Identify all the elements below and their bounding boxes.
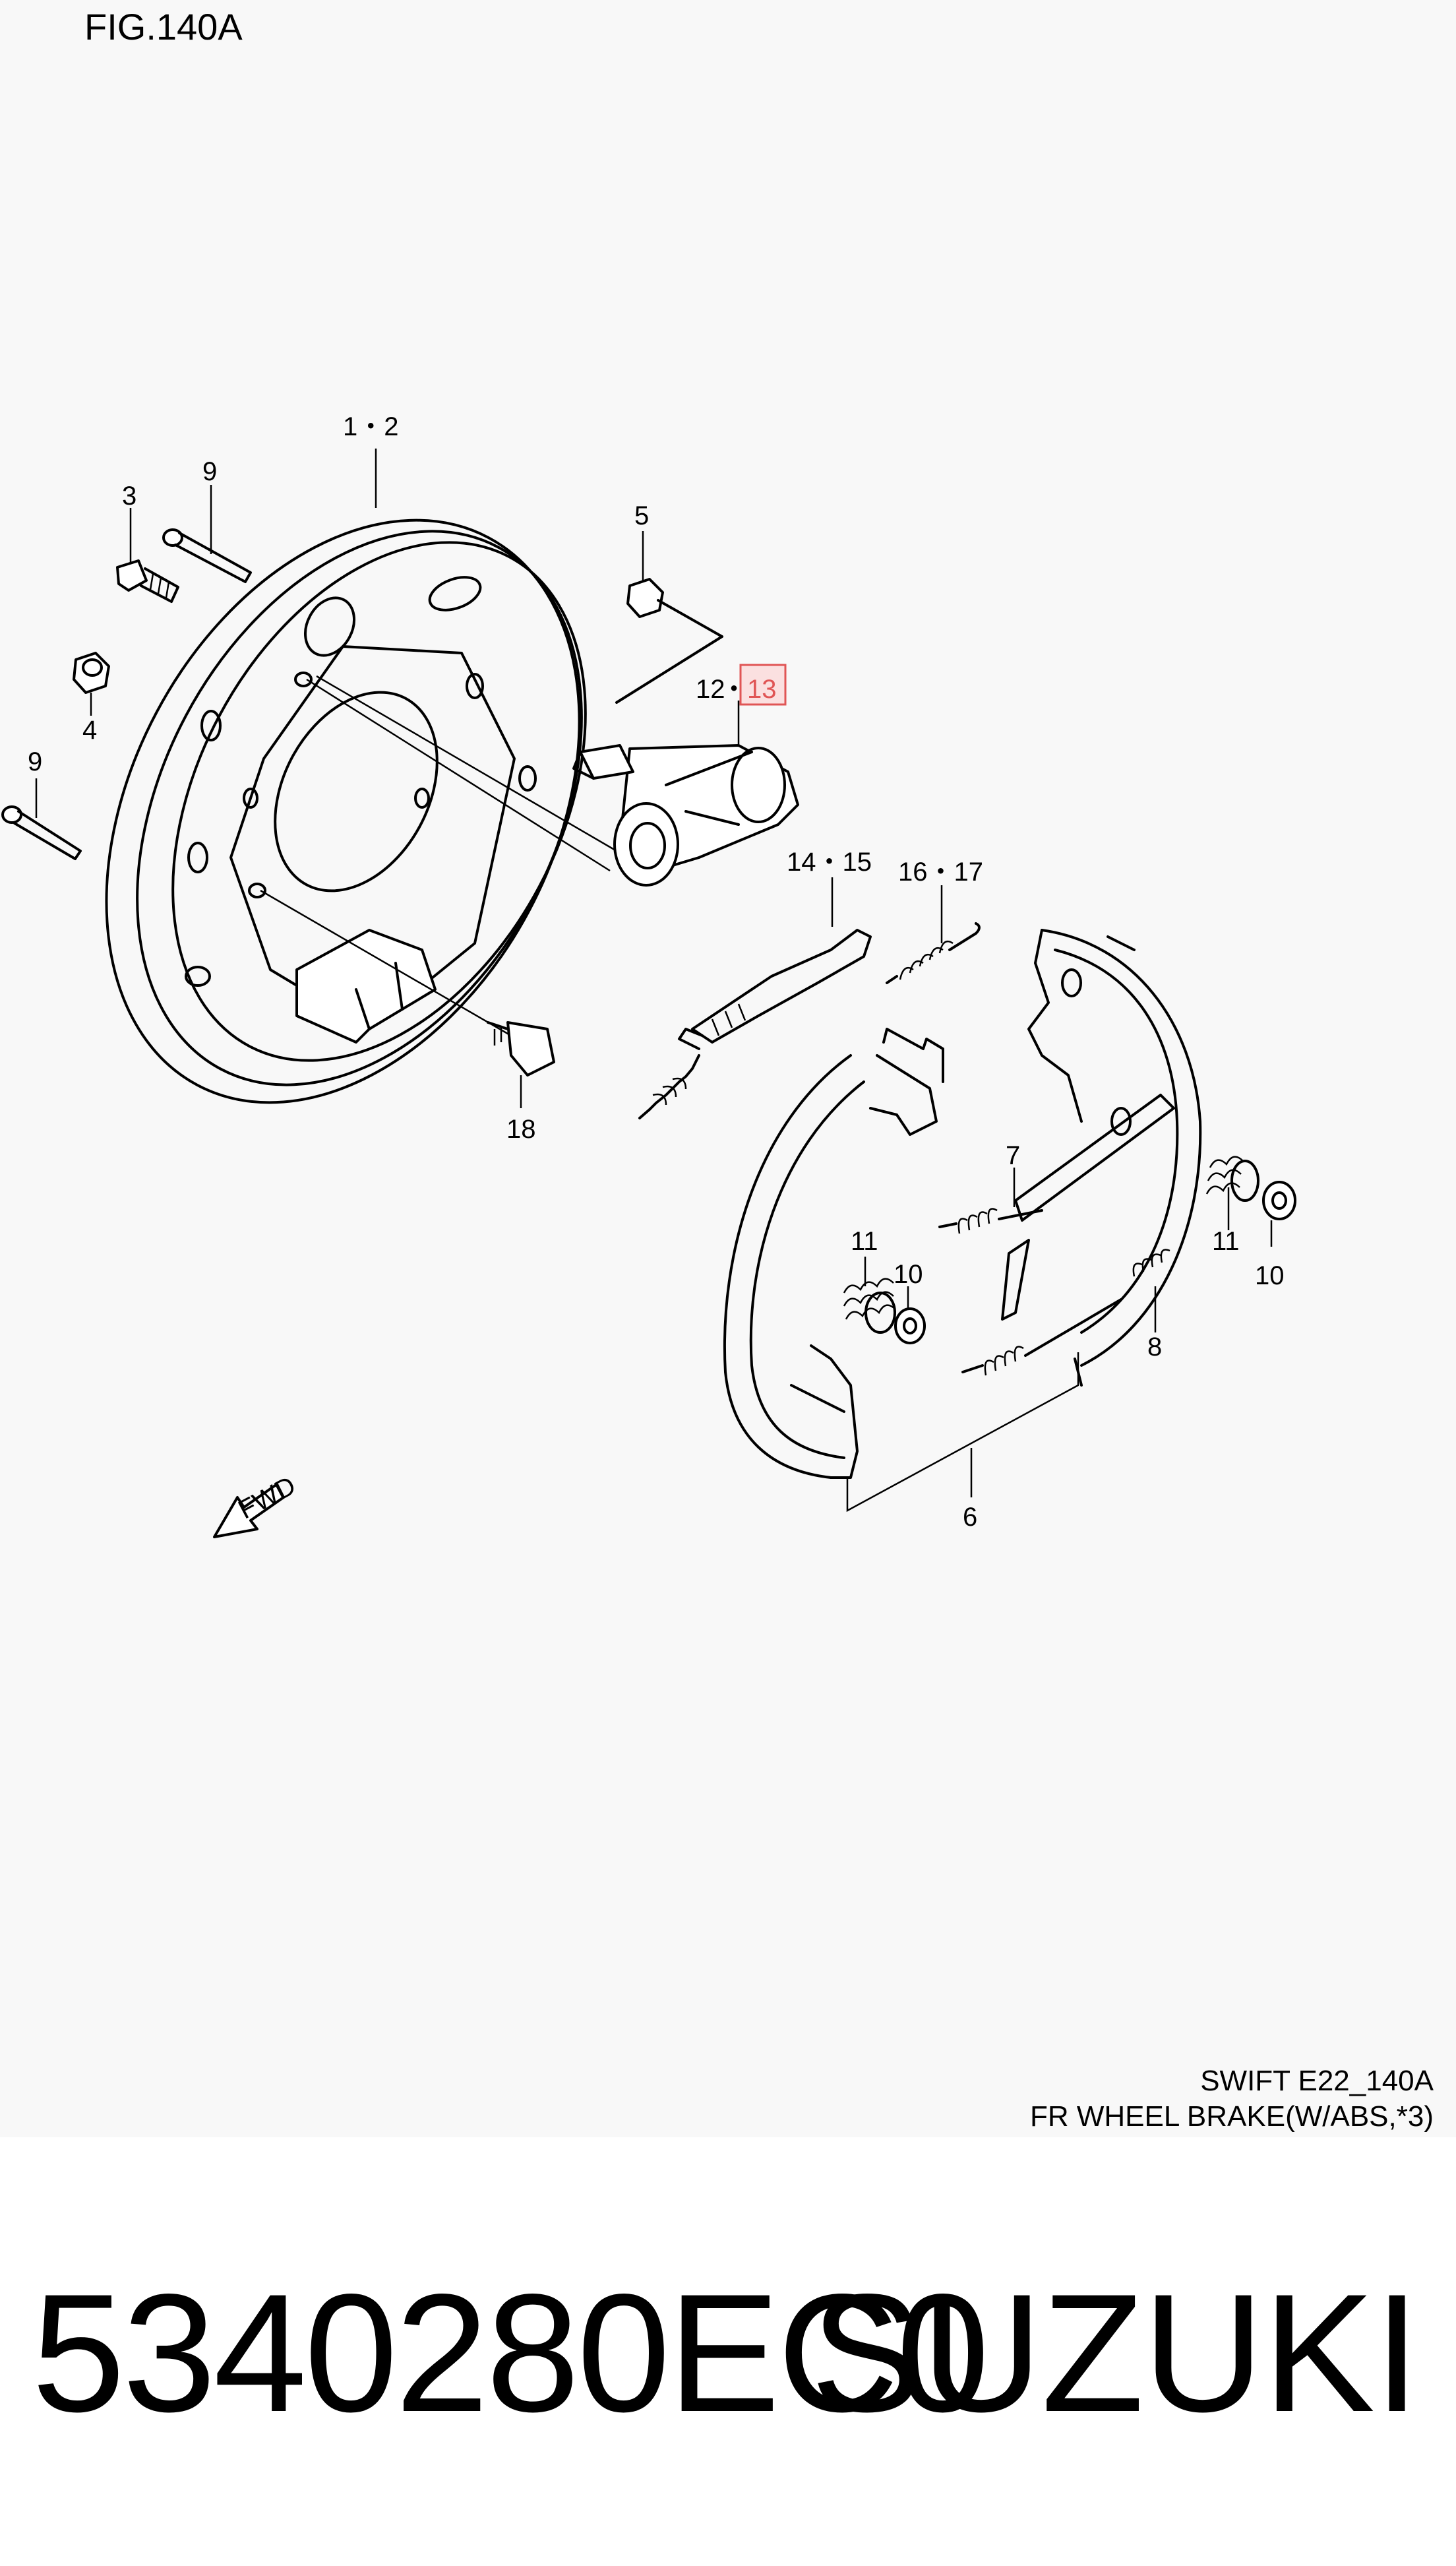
callout-18: 18 <box>506 1115 536 1144</box>
callout-16-17: 16・17 <box>898 858 983 887</box>
bolt-9-top <box>162 485 252 583</box>
caption-model-code: SWIFT E22_140A <box>1200 2065 1434 2097</box>
diagram-area: FIG.140A <box>1 6 1434 2133</box>
hold-down-spring-right <box>1205 1156 1296 1247</box>
callout-9-left: 9 <box>28 747 42 776</box>
callout-14-15: 14・15 <box>787 848 872 877</box>
callout-13-highlighted[interactable]: 13 <box>739 664 787 706</box>
nut-4 <box>73 652 110 716</box>
callout-10-right: 10 <box>1255 1261 1285 1290</box>
spring-16-17 <box>886 885 981 984</box>
callout-11-middle: 11 <box>851 1227 878 1256</box>
spring-8 <box>961 1249 1170 1376</box>
callout-9-top: 9 <box>202 457 217 486</box>
wheel-cylinder <box>572 701 799 887</box>
bolt-18 <box>487 1021 555 1108</box>
callout-11-right: 11 <box>1212 1227 1240 1256</box>
callout-13: 13 <box>747 675 777 704</box>
callout-3: 3 <box>122 482 136 511</box>
backing-plate <box>105 518 587 1104</box>
callout-10-middle: 10 <box>894 1260 923 1289</box>
shoe-set-bracket-6 <box>846 1352 1079 1513</box>
spring-7 <box>938 1168 1043 1234</box>
exploded-parts-diagram: FWD 1・2 3 9 4 9 5 12 ・ 13 14・15 16・17 18… <box>1 412 1296 1538</box>
highlight-box <box>739 664 787 706</box>
callout-5: 5 <box>634 501 649 530</box>
brake-shoe-left <box>723 1028 944 1479</box>
nut-5 <box>615 531 723 704</box>
callout-4: 4 <box>82 716 97 745</box>
callout-8: 8 <box>1147 1332 1162 1361</box>
brand-name: SUZUKI <box>810 2259 1420 2447</box>
callout-6: 6 <box>963 1503 977 1532</box>
callout-12: 12 <box>696 675 725 704</box>
hold-down-spring-middle <box>843 1257 926 1344</box>
brake-shoe-right <box>1001 929 1202 1387</box>
forward-direction-arrow: FWD <box>213 1471 301 1538</box>
adjuster-assembly <box>638 877 872 1119</box>
caption-figure-title: FR WHEEL BRAKE(W/ABS,*3) <box>1029 2100 1434 2133</box>
callout-7: 7 <box>1006 1141 1020 1170</box>
figure-label: FIG.140A <box>84 6 243 47</box>
callout-1-2: 1・2 <box>343 412 399 441</box>
bolt-9-left <box>1 778 82 860</box>
bolt-3 <box>116 508 179 603</box>
part-number: 5340280EC0 <box>32 2259 990 2447</box>
fwd-label: FWD <box>233 1471 300 1525</box>
